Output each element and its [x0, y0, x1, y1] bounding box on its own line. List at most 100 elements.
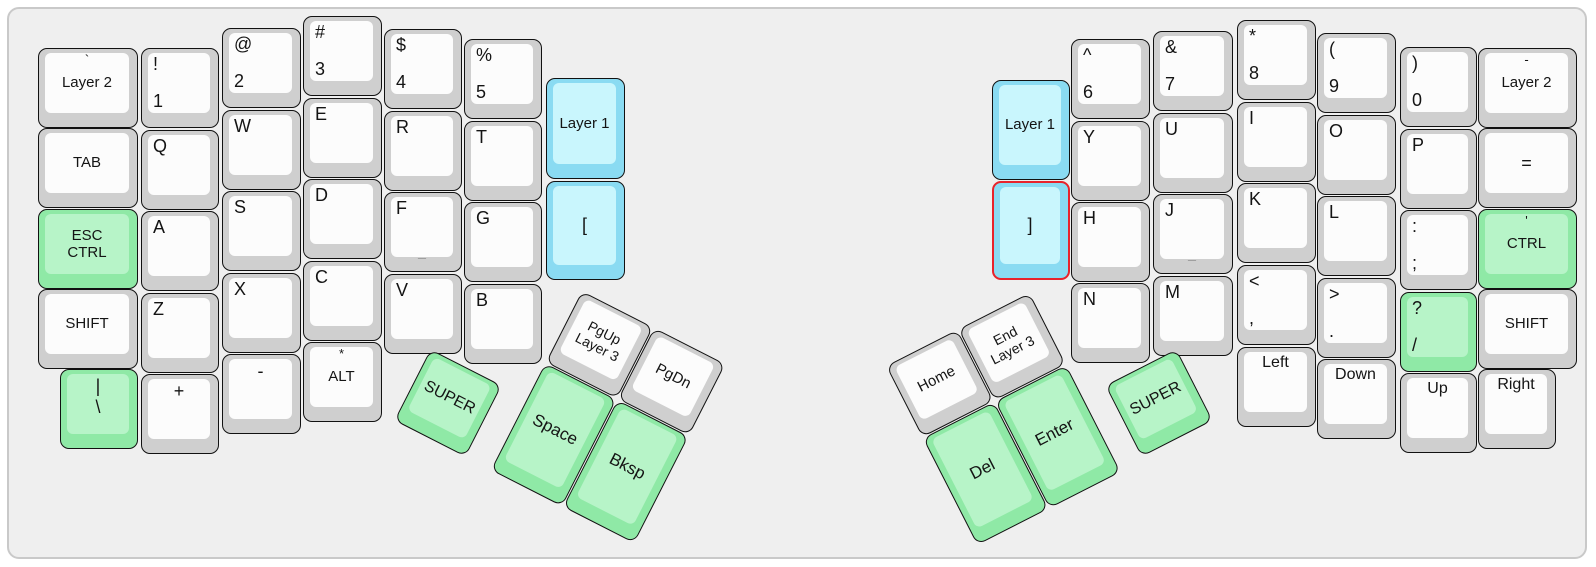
keycap-top: @2: [229, 33, 292, 93]
key-k[interactable]: K: [1237, 183, 1316, 263]
key-y[interactable]: Y: [1071, 121, 1150, 201]
layer1-left-legend-mid: Layer 1: [559, 114, 610, 132]
key-pct-5[interactable]: %5: [464, 39, 542, 119]
key-esc-ctrl[interactable]: ESC CTRL: [38, 209, 138, 289]
keycap-top: `Layer 2: [45, 52, 129, 113]
shift-right-legend-mid: SHIFT: [1504, 315, 1549, 333]
key-q[interactable]: Q: [141, 130, 219, 210]
key-equals[interactable]: =: [1478, 128, 1577, 208]
star-alt-legend-mid: ALT: [328, 368, 355, 386]
key-b[interactable]: B: [464, 284, 542, 364]
keycap-top: T: [471, 126, 533, 186]
t-legend-tl: T: [476, 127, 487, 147]
keycap-top: K: [1244, 188, 1307, 248]
key-r[interactable]: R: [384, 111, 462, 191]
key-arrow-left[interactable]: Left: [1237, 347, 1316, 427]
key-p[interactable]: P: [1400, 129, 1477, 209]
key-star-alt[interactable]: *ALT: [303, 342, 382, 422]
key-arrow-right[interactable]: Right: [1478, 369, 1556, 449]
key-pipe-backslash[interactable]: | \: [60, 369, 138, 449]
key-f[interactable]: F_: [384, 192, 462, 272]
key-l[interactable]: L: [1317, 196, 1396, 276]
key-colon-semicolon[interactable]: :;: [1400, 210, 1477, 290]
key-plus[interactable]: +: [141, 374, 219, 454]
excl-1-legend-tl: !: [153, 54, 159, 74]
key-g[interactable]: G: [464, 202, 542, 282]
key-v[interactable]: V: [384, 274, 462, 354]
l-legend-tl: L: [1329, 202, 1340, 222]
key-rparen-0[interactable]: )0: [1400, 47, 1477, 127]
at-2-legend-tl: @: [234, 34, 253, 54]
star-8-legend-bl: 8: [1249, 63, 1260, 84]
key-j[interactable]: J_: [1153, 194, 1233, 274]
esc-ctrl-legend-mid: ESC CTRL: [67, 226, 107, 261]
n-legend-tl: N: [1083, 289, 1096, 309]
key-x[interactable]: X: [222, 273, 301, 353]
pct-5-legend-bl: 5: [476, 82, 487, 103]
keycap-top: E: [310, 103, 373, 163]
gt-period-legend-bl: .: [1329, 321, 1335, 342]
key-tab[interactable]: TAB: [38, 128, 138, 208]
keycap-top: Layer 1: [553, 83, 616, 164]
key-t[interactable]: T: [464, 121, 542, 201]
key-e[interactable]: E: [303, 98, 382, 178]
key-lparen-9[interactable]: (9: [1317, 33, 1396, 113]
keycap-top: Layer 1: [999, 85, 1061, 165]
key-shift-left[interactable]: SHIFT: [38, 289, 138, 369]
keycap-top: Z: [148, 298, 210, 358]
key-excl-1[interactable]: !1: [141, 48, 219, 128]
keycap-top: $4: [391, 34, 453, 94]
key-hash-3[interactable]: #3: [303, 16, 382, 96]
key-dollar-4[interactable]: $4: [384, 29, 462, 109]
key-c[interactable]: C: [303, 261, 382, 341]
question-slash-legend-tl: ?: [1412, 298, 1423, 318]
pipe-backslash-legend-ct: | \: [95, 376, 101, 417]
keycap-top: +: [148, 379, 210, 439]
key-quote-ctrl[interactable]: 'CTRL: [1478, 209, 1577, 289]
key-layer1-right[interactable]: Layer 1: [992, 80, 1070, 180]
key-o[interactable]: O: [1317, 115, 1396, 195]
key-n[interactable]: N: [1071, 283, 1150, 363]
key-h[interactable]: H: [1071, 202, 1150, 282]
keycap-top: )0: [1407, 52, 1468, 112]
key-shift-right[interactable]: SHIFT: [1478, 289, 1577, 369]
key-amp-7[interactable]: &7: [1153, 31, 1233, 111]
arrow-left-legend-ct: Left: [1262, 354, 1289, 371]
x-legend-tl: X: [234, 279, 247, 299]
key-minus[interactable]: -: [222, 354, 301, 434]
key-z[interactable]: Z: [141, 293, 219, 373]
keycap-top: O: [1324, 120, 1387, 180]
key-lbracket[interactable]: [: [546, 181, 625, 280]
dollar-4-legend-tl: $: [396, 35, 407, 55]
key-s[interactable]: S: [222, 191, 301, 271]
key-at-2[interactable]: @2: [222, 28, 301, 108]
key-arrow-up[interactable]: Up: [1400, 373, 1477, 453]
key-dash-layer2[interactable]: -Layer 2: [1478, 48, 1577, 128]
key-i[interactable]: I: [1237, 102, 1316, 182]
key-u[interactable]: U: [1153, 113, 1233, 193]
key-a[interactable]: A: [141, 211, 219, 291]
hash-3-legend-tl: #: [315, 22, 326, 42]
key-arrow-down[interactable]: Down: [1317, 359, 1396, 439]
key-question-slash[interactable]: ?/: [1400, 292, 1477, 372]
star-8-legend-tl: *: [1249, 26, 1257, 46]
key-lt-comma[interactable]: <,: [1237, 265, 1316, 345]
key-gt-period[interactable]: >.: [1317, 278, 1396, 358]
key-w[interactable]: W: [222, 110, 301, 190]
key-d[interactable]: D: [303, 179, 382, 259]
key-caret-6[interactable]: ^6: [1071, 39, 1150, 119]
excl-1-legend-bl: 1: [153, 91, 164, 112]
key-rbracket[interactable]: ]: [992, 181, 1070, 280]
keycap-top: -Layer 2: [1485, 52, 1568, 113]
keycap-top: SHIFT: [1485, 294, 1568, 354]
key-star-8[interactable]: *8: [1237, 20, 1316, 100]
key-grave-layer2[interactable]: `Layer 2: [38, 48, 138, 128]
keycap-top: Y: [1078, 126, 1141, 186]
u-legend-tl: U: [1165, 119, 1178, 139]
keycap-top: ^6: [1078, 44, 1141, 104]
key-m[interactable]: M: [1153, 276, 1233, 356]
key-layer1-left[interactable]: Layer 1: [546, 78, 625, 179]
plus-legend-ct: +: [173, 381, 185, 401]
a-legend-tl: A: [153, 217, 166, 237]
keycap-top: &7: [1160, 36, 1224, 96]
